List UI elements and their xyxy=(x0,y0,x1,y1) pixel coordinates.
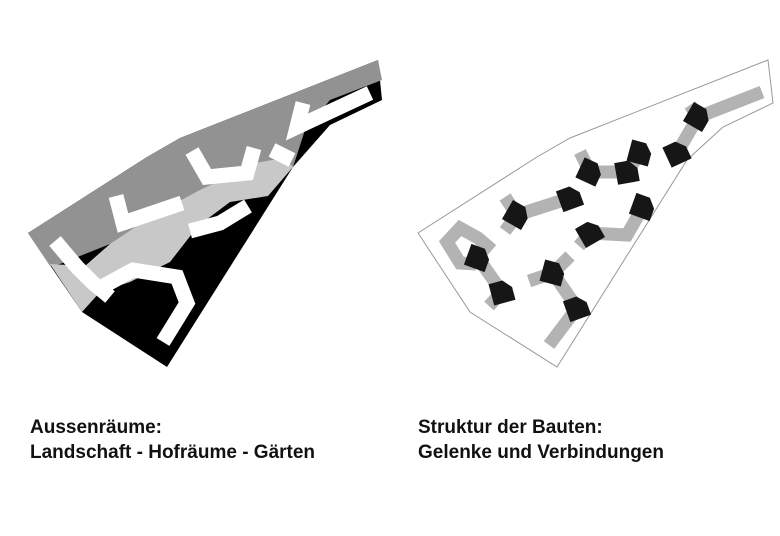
left-caption: Aussenräume: Landschaft - Hofräume - Gär… xyxy=(30,415,315,465)
joint xyxy=(574,221,606,249)
connection xyxy=(438,219,497,271)
joint xyxy=(488,280,516,306)
building xyxy=(285,86,374,141)
right-caption-title: Struktur der Bauten: xyxy=(418,417,603,438)
joints xyxy=(463,101,709,323)
joint xyxy=(626,139,652,167)
building xyxy=(96,262,196,346)
joint xyxy=(575,157,601,187)
building xyxy=(108,194,185,233)
courtyards-area xyxy=(50,158,293,312)
joint xyxy=(562,296,592,323)
connections xyxy=(438,85,765,349)
joint xyxy=(463,243,490,273)
right-caption: Struktur der Bauten: Gelenke und Verbind… xyxy=(418,415,664,465)
joint xyxy=(555,186,585,213)
site-outline xyxy=(417,59,774,368)
building xyxy=(185,145,262,185)
joint xyxy=(628,192,655,222)
building-structure-plan xyxy=(417,59,774,368)
buildings xyxy=(49,86,374,346)
building xyxy=(188,199,252,239)
joint xyxy=(539,259,565,287)
left-caption-title: Aussenräume: xyxy=(30,417,162,438)
building xyxy=(268,143,296,167)
left-caption-subtitle: Landschaft - Hofräume - Gärten xyxy=(30,442,316,463)
joint xyxy=(662,141,692,168)
joint xyxy=(682,101,709,133)
joint xyxy=(614,160,640,185)
joint xyxy=(501,199,528,231)
right-caption-subtitle: Gelenke und Verbindungen xyxy=(418,442,664,463)
outdoor-spaces-plan xyxy=(28,60,382,367)
